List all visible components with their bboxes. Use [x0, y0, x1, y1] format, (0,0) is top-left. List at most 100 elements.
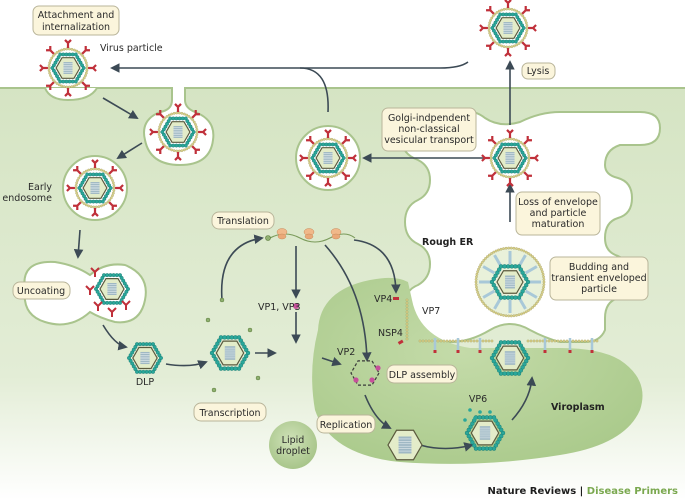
mrna-translation: [265, 228, 356, 243]
attachment-line2: internalization: [42, 22, 110, 33]
virus-particle-exit-vesicle: [299, 129, 357, 187]
vp4-spike: [530, 154, 539, 162]
vp4-spike: [504, 0, 512, 8]
dlp-budding: [489, 340, 531, 376]
vp4-spike: [191, 145, 200, 154]
vp4-spike: [66, 184, 75, 192]
svg-text:Transcription: Transcription: [198, 408, 260, 419]
virus-particle-uncoating: [85, 267, 131, 317]
vp1-vp3-protein: [293, 303, 299, 309]
arrow-dlp-to-transcription: [165, 360, 208, 370]
vp2-protein: [375, 365, 381, 371]
footer-separator: |: [576, 486, 587, 497]
label-dlp-assembly: DLP assembly: [386, 364, 458, 384]
virus-particle-endosome: [66, 159, 124, 217]
vp4-spike: [91, 159, 99, 168]
virus-particle-er-exit: [481, 129, 539, 187]
label-virus-particle: Virus particle: [100, 43, 163, 54]
vp4-spike: [488, 136, 497, 145]
svg-text:DLP assembly: DLP assembly: [389, 370, 456, 381]
mrna-cap: [205, 317, 211, 323]
vp6-protein: [463, 418, 467, 422]
label-viroplasm: Viroplasm: [551, 402, 605, 413]
vp4-spike: [39, 64, 48, 72]
label-translation: Translation: [211, 211, 275, 230]
arrow-to-vp2: [324, 244, 372, 362]
mrna-cap: [219, 297, 225, 303]
label-vp4: VP4: [374, 294, 392, 305]
svg-text:Uncoating: Uncoating: [17, 286, 65, 297]
attachment-line1: Attachment and: [38, 10, 115, 21]
vp4-spike: [46, 81, 55, 90]
arrow-to-dlp: [102, 324, 128, 351]
vp6-protein: [478, 410, 482, 414]
vp4-protein: [393, 297, 399, 300]
svg-text:particle: particle: [581, 284, 617, 295]
arrow-to-vp6: [419, 442, 474, 452]
svg-text:and particle: and particle: [530, 208, 587, 219]
dlp-transcribing: [209, 335, 251, 371]
vp6-protein: [493, 418, 497, 422]
label-lipid-2: droplet: [276, 446, 310, 457]
svg-text:Translation: Translation: [216, 216, 269, 227]
svg-text:maturation: maturation: [532, 219, 585, 230]
label-dlp: DLP: [136, 377, 155, 388]
vp4-spike: [191, 110, 200, 119]
ribosome-icon: [330, 228, 342, 240]
arrow-entry-1: [102, 97, 139, 119]
arrow-entry-2: [116, 142, 143, 160]
vp4-spike: [198, 128, 207, 136]
label-replication: Replication: [316, 414, 376, 434]
label-lysis: Lysis: [521, 62, 556, 80]
label-early-1: Early: [28, 182, 52, 193]
vp4-spike: [81, 46, 90, 55]
arrow-to-translation: [220, 234, 264, 301]
svg-text:Budding and: Budding and: [569, 262, 629, 273]
vp4-spike: [506, 178, 514, 187]
mrna-cap: [255, 375, 261, 381]
vp4-spike: [299, 154, 308, 162]
vp4-spike: [523, 136, 532, 145]
vp4-spike: [348, 154, 357, 162]
lipid-droplet: [269, 421, 317, 469]
dlp-particle: [127, 342, 163, 374]
vp4-spike: [504, 48, 512, 57]
vp4-spike: [341, 136, 350, 145]
label-vp7: VP7: [422, 306, 440, 317]
virus-particle-extracellular: [39, 39, 97, 97]
vp4-spike: [174, 152, 182, 161]
vp6-protein: [473, 416, 477, 420]
nsp4-protein: [397, 339, 404, 345]
vp2-protein: [353, 377, 359, 383]
transient-enveloped-particle: [474, 246, 546, 318]
svg-text:Lysis: Lysis: [527, 66, 550, 77]
vp4-spike: [306, 171, 315, 180]
vp4-spike: [115, 184, 124, 192]
vp4-spike: [324, 178, 332, 187]
vp4-spike: [88, 64, 97, 72]
label-early-2: endosome: [2, 193, 52, 204]
label-transcription: Transcription: [193, 402, 267, 422]
label-vp2: VP2: [337, 347, 355, 358]
label-lipid-1: Lipid: [282, 435, 305, 446]
label-loss-envelope: Loss of envelope and particle maturation: [515, 191, 601, 236]
label-attachment: Attachment and internalization: [32, 5, 120, 36]
label-vp1-vp3: VP1, VP3: [258, 302, 301, 313]
vp4-spike: [91, 208, 99, 217]
vp4-spike: [324, 129, 332, 138]
vp4-spike: [64, 39, 72, 48]
vp4-spike: [523, 171, 532, 180]
vp4-spike: [64, 88, 72, 97]
vp4-spike: [108, 201, 117, 210]
vp2-assembly-shell: [350, 360, 380, 386]
arrow-vp6-up: [511, 376, 537, 421]
vp4-spike: [481, 154, 490, 162]
vp7-layer: [405, 298, 599, 353]
vp4-spike: [73, 166, 82, 175]
label-nsp4: NSP4: [378, 328, 403, 339]
vp4-spike: [506, 129, 514, 138]
vp4-spike: [521, 6, 530, 15]
footer-series: Disease Primers: [587, 486, 678, 497]
svg-text:Loss of envelope: Loss of envelope: [518, 197, 598, 208]
